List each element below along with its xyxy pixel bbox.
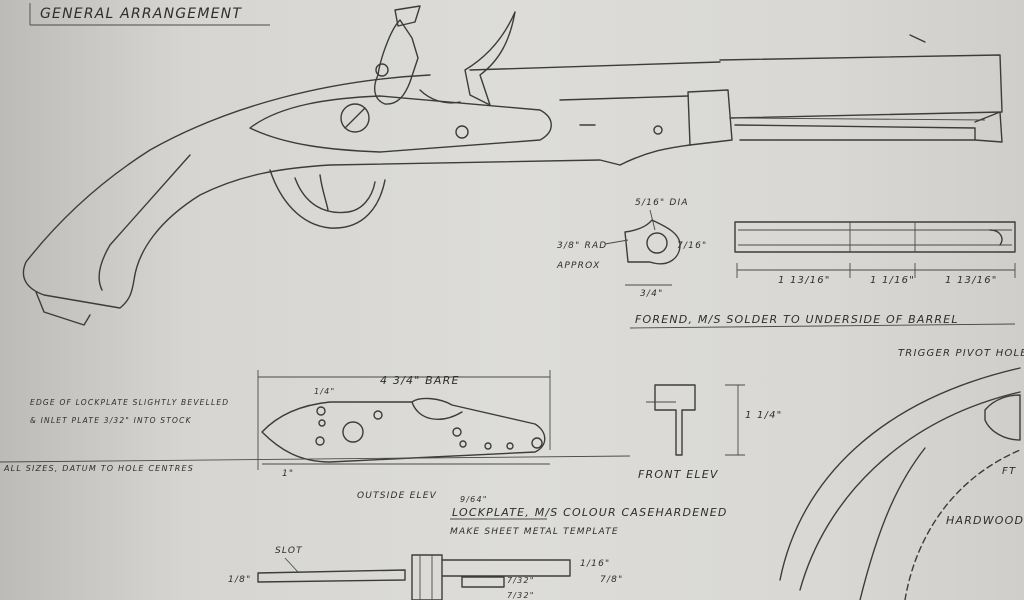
outside-elev-label: OUTSIDE ELEV (357, 491, 437, 501)
gun-lockplate (249, 95, 552, 153)
lockplate-caption2: MAKE SHEET METAL TEMPLATE (450, 527, 619, 537)
pin-hole (653, 125, 663, 135)
slot-label: SLOT (275, 546, 303, 556)
bottom-bar (257, 569, 406, 583)
bottom-small (461, 576, 505, 588)
bottom-arm (441, 559, 571, 577)
trigger-detail: TRIGGER PIVOT HOLE HARDWOOD FT (779, 348, 1024, 600)
butt-inner-line (98, 154, 191, 291)
small-dim-1: 7/32" (507, 576, 535, 585)
lp-hole-2 (318, 419, 326, 427)
cock-screw (375, 63, 389, 77)
tumbler-screw-slot (344, 107, 366, 129)
datum-line (0, 455, 631, 463)
bottom-block (411, 554, 443, 600)
bare-label: 4 3/4" BARE (380, 374, 460, 387)
lockplate-pan (411, 401, 463, 420)
stock-top-line (469, 61, 721, 71)
cock-jaw (394, 5, 421, 27)
ramrod (734, 124, 976, 141)
forend-dia-label: 5/16" DIA (635, 198, 689, 208)
forend-caption: FOREND, M/S SOLDER TO UNDERSIDE OF BARRE… (635, 313, 959, 326)
hardwood-label: HARDWOOD (946, 514, 1024, 527)
forend-height-label: 7/16" (677, 241, 707, 251)
stock-mid-line (559, 95, 689, 101)
lockplate-bottom-dim: 9/64" (460, 495, 488, 504)
tumbler-screw (340, 103, 370, 133)
lp-hole-9 (531, 437, 543, 449)
right-dim-1: 1/16" (580, 559, 610, 569)
pencil-mark (909, 34, 926, 43)
stock-outline (22, 74, 621, 309)
pistol-drawing (22, 5, 1003, 326)
bevel-note-1: EDGE OF LOCKPLATE SLIGHTLY BEVELLED (30, 398, 229, 407)
datum-note: ALL SIZES, DATUM TO HOLE CENTRES (3, 464, 194, 473)
forend-plan-end (989, 229, 1003, 246)
trigger-part (984, 394, 1021, 441)
front-elevation: 1 1/4" FRONT ELEV (638, 384, 782, 481)
lp-hole-8 (506, 442, 514, 450)
lp-hole-main (342, 421, 364, 443)
sear-screw (455, 125, 469, 139)
lp-hole-6 (459, 440, 467, 448)
forend-seg2: 1 1/16" (870, 275, 915, 286)
forend-approx-label: APPROX (556, 261, 600, 271)
lockplate-caption: LOCKPLATE, M/S COLOUR CASEHARDENED (452, 506, 728, 519)
lp-hole-7 (484, 442, 492, 450)
forend-profile (624, 219, 681, 265)
lockplate-left-dim: 1" (282, 469, 294, 479)
small-dim-2: 7/32" (507, 591, 535, 600)
bottom-left-dim: 1/8" (228, 575, 251, 585)
frizzen (464, 11, 516, 106)
barrel-outline (719, 54, 1003, 119)
forend-seg3: 1 13/16" (945, 275, 998, 286)
cock (373, 19, 419, 105)
forend-width-label: 3/4" (640, 289, 663, 299)
trigger (319, 174, 329, 211)
ft-label: FT (1002, 466, 1016, 477)
front-elev-shape (654, 384, 696, 456)
forend-section: 5/16" DIA 3/8" RAD APPROX 7/16" 3/4" 1 1… (556, 198, 1016, 329)
grip-outer-curve (779, 367, 1021, 581)
rad-leader (604, 239, 629, 245)
lockplate-top-dim: 1/4" (314, 387, 335, 396)
ramrod-tip (974, 111, 1003, 143)
bevel-note-2: & INLET PLATE 3/32" INTO STOCK (30, 416, 192, 425)
forend-seg1: 1 13/16" (778, 275, 831, 286)
lockplate-elevation: 4 3/4" BARE 1/4" 1" OUTSIDE ELEV 9/64" L… (257, 370, 728, 537)
forend-hole (646, 232, 668, 254)
pan (419, 89, 461, 104)
right-dim-2: 7/8" (600, 575, 623, 585)
forend-plan (734, 221, 1016, 253)
lockplate-outline (261, 397, 546, 463)
front-elev-dim: 1 1/4" (745, 410, 782, 421)
barrel-band (687, 89, 733, 146)
drawing-title: GENERAL ARRANGEMENT (40, 6, 242, 22)
lp-hole-5 (452, 427, 462, 437)
grip-inner-curve (799, 391, 1021, 591)
dia-leader (649, 209, 656, 231)
lp-hole-1 (316, 406, 326, 416)
rammer-line (734, 117, 986, 121)
forend-caption-underline (629, 323, 1016, 329)
bottom-section: SLOT 1/8" 7/32" 7/32" 1/16" 7/8" (228, 546, 623, 600)
forend-rad-label: 3/8" RAD (557, 241, 607, 251)
front-elev-label: FRONT ELEV (638, 468, 719, 481)
fore-stock-end (619, 144, 691, 166)
guard-bow (859, 447, 926, 600)
lp-hole-4 (373, 410, 383, 420)
dashed-inlet (904, 449, 1021, 600)
trigger-guard-inner (294, 177, 376, 214)
trigger-pivot-label: TRIGGER PIVOT HOLE (898, 348, 1024, 359)
slot-leader (284, 557, 299, 573)
butt-cap (35, 291, 91, 326)
lp-hole-3 (315, 436, 325, 446)
trigger-guard (269, 169, 386, 229)
